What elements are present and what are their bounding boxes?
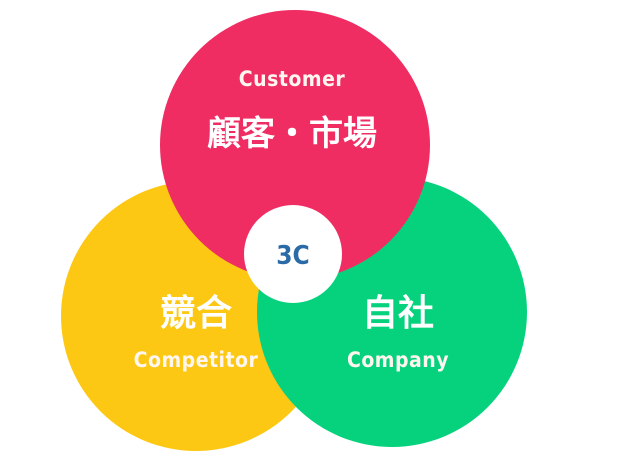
competitor-english-label: Competitor [134,348,259,372]
center-circle [244,205,342,303]
company-japanese-label: 自社 [362,293,434,334]
customer-english-label: Customer [239,67,346,91]
competitor-japanese-label: 競合 [160,293,232,334]
customer-japanese-label: 顧客・市場 [207,114,377,154]
customer-circle [160,10,430,280]
company-english-label: Company [347,348,449,372]
center-label: 3C [276,241,309,271]
